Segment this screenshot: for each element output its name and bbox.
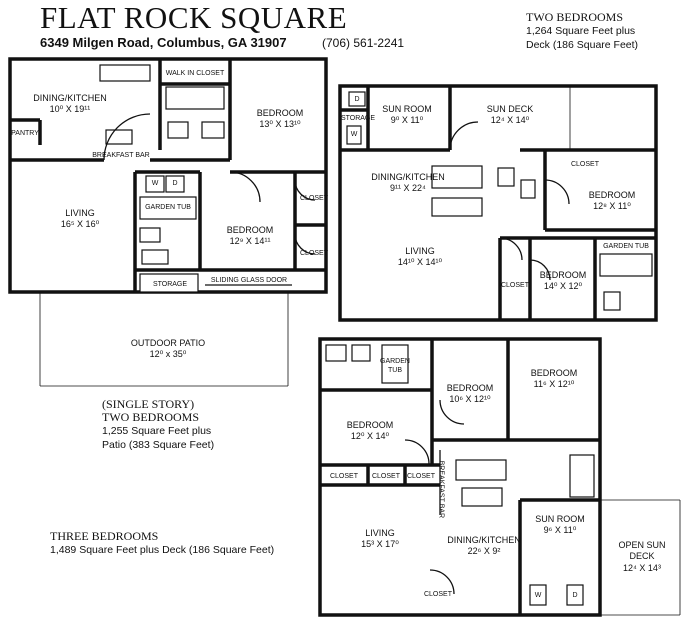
plan-a-d-label: D: [172, 180, 178, 187]
room-name: OPEN SUN DECK: [618, 540, 666, 562]
plan-a-storage-label: STORAGE: [152, 281, 188, 288]
plan-b-closet2-label: CLOSET: [500, 282, 529, 289]
plan-a-caption-story: (SINGLE STORY): [102, 397, 195, 411]
plan-b-bedroom1-label: BEDROOM 12⁸ X 11⁰: [574, 190, 650, 213]
address: 6349 Milgen Road, Columbus, GA 31907: [40, 35, 287, 50]
plan-a-living-label: LIVING 16⁵ X 16⁰: [40, 208, 120, 231]
plan-a-patio-label: OUTDOOR PATIO 12⁰ x 35⁰: [120, 338, 216, 361]
plan-c-living-label: LIVING 15³ X 17⁰: [340, 528, 420, 551]
plan-a-caption-sqft: 1,255 Square Feet plus: [102, 425, 212, 437]
plan-b-dining-kitchen-label: DINING/KITCHEN 9¹¹ X 22⁴: [366, 172, 450, 195]
plan-a-walk-in-closet-label: WALK IN CLOSET: [165, 70, 225, 77]
plan-b-caption-sqft: 1,264 Square Feet plus: [526, 25, 636, 37]
plan-c-sun-deck-label: OPEN SUN DECK 12⁴ X 14³: [606, 540, 678, 574]
plan-b-deck: [450, 85, 571, 150]
phone: (706) 561-2241: [322, 36, 405, 50]
room-name: DINING/KITCHEN: [33, 93, 107, 103]
plan-b-garden-tub-label: GARDEN TUB: [603, 243, 649, 250]
plan-c-closet4-label: CLOSET: [423, 591, 452, 598]
plan-b-storage-label: STORAGE: [340, 115, 376, 122]
plan-c-closet2-label: CLOSET: [371, 473, 400, 480]
room-size: 12⁴ X 14⁰: [490, 115, 530, 126]
plan-c-caption-sqft: 1,489 Square Feet plus Deck (186 Square …: [50, 544, 275, 556]
plan-c-sun-room-label: SUN ROOM 9⁶ X 11⁰: [524, 514, 596, 537]
room-name: SUN ROOM: [535, 514, 585, 524]
room-size: 12⁰ x 35⁰: [149, 349, 187, 360]
room-name: BEDROOM: [588, 190, 636, 200]
plan-c-garden-tub-label: GARDEN TUB: [380, 358, 410, 374]
plan-a-bedroom1-label: BEDROOM 13⁰ X 13¹⁰: [240, 108, 320, 131]
plan-b-caption-deck: Deck (186 Square Feet): [526, 39, 639, 51]
room-name: SUN ROOM: [382, 104, 432, 114]
plan-b-sun-room-label: SUN ROOM 9⁰ X 11⁰: [370, 104, 444, 127]
plan-b-living-label: LIVING 14¹⁰ X 14¹⁰: [380, 246, 460, 269]
room-name: BEDROOM: [256, 108, 304, 118]
plan-c-closet1-label: CLOSET: [329, 473, 358, 480]
room-size: 12⁸ X 11⁰: [593, 201, 631, 212]
room-name: BEDROOM: [226, 225, 274, 235]
room-name: BEDROOM: [446, 383, 494, 393]
plan-b-fixtures: [346, 91, 653, 311]
plan-a-sliding-door-label: SLIDING GLASS DOOR: [210, 277, 288, 284]
plan-b-caption-title: TWO BEDROOMS: [526, 10, 624, 24]
plan-c-bedroom-right-label: BEDROOM 11⁶ X 12¹⁰: [514, 368, 594, 391]
room-size: 13⁰ X 13¹⁰: [259, 119, 301, 130]
room-name: SUN DECK: [486, 104, 534, 114]
plan-c-walls: [318, 337, 602, 617]
plan-c-breakfast-bar-label: BREAKFAST BAR: [437, 460, 445, 519]
room-name: BEDROOM: [346, 420, 394, 430]
plan-a-dining-kitchen-label: DINING/KITCHEN 10⁰ X 19¹¹: [30, 93, 110, 116]
room-size: 9¹¹ X 22⁴: [390, 183, 426, 194]
plan-c-bedroom-mid-label: BEDROOM 10⁶ X 12¹⁰: [436, 383, 504, 406]
plan-b-closet-label: CLOSET: [570, 161, 599, 168]
room-size: 10⁰ X 19¹¹: [49, 104, 91, 115]
room-name: BEDROOM: [530, 368, 578, 378]
room-name: LIVING: [405, 246, 435, 256]
room-size: 22⁶ X 9²: [467, 546, 501, 557]
page-title: FLAT ROCK SQUARE: [40, 0, 348, 35]
room-name: BEDROOM: [539, 270, 587, 280]
plan-c-fixtures: [325, 344, 595, 606]
room-size: 12⁰ X 14⁰: [350, 431, 390, 442]
plan-c-bedroom-left-label: BEDROOM 12⁰ X 14⁰: [330, 420, 410, 443]
plan-a-pantry-label: PANTRY: [11, 130, 39, 137]
plan-b-bedroom2-label: BEDROOM 14⁰ X 12⁰: [532, 270, 594, 293]
room-name: LIVING: [65, 208, 95, 218]
room-size: 14⁰ X 12⁰: [543, 281, 583, 292]
room-name: LIVING: [365, 528, 395, 538]
room-size: 9⁰ X 11⁰: [390, 115, 424, 126]
room-size: 12⁹ X 14¹¹: [229, 236, 271, 247]
room-size: 15³ X 17⁰: [361, 539, 399, 550]
room-size: 16⁵ X 16⁰: [60, 219, 100, 230]
plan-b-sun-deck-label: SUN DECK 12⁴ X 14⁰: [470, 104, 550, 127]
plan-a-closet-a-label: CLOSET: [300, 195, 329, 202]
room-name: DINING/KITCHEN: [371, 172, 445, 182]
plan-c-w-label: W: [534, 592, 542, 599]
plan-c-dining-kitchen-label: DINING/KITCHEN 22⁶ X 9²: [444, 535, 524, 558]
plan-a-w-label: W: [151, 180, 159, 187]
room-size: 12⁴ X 14³: [623, 562, 661, 573]
room-size: 11⁶ X 12¹⁰: [533, 379, 575, 390]
room-name: DINING/KITCHEN: [447, 535, 521, 545]
room-size: 10⁶ X 12¹⁰: [449, 394, 491, 405]
plan-a-breakfast-bar-label: BREAKFAST BAR: [92, 152, 150, 159]
plan-a-caption-patio: Patio (383 Square Feet): [102, 439, 215, 451]
room-size: 9⁶ X 11⁰: [543, 525, 577, 536]
room-size: 14¹⁰ X 14¹⁰: [397, 257, 443, 268]
plan-c-d-label: D: [572, 592, 578, 599]
plan-c-closet3-label: CLOSET: [406, 473, 435, 480]
plan-a-closet-b-label: CLOSET: [300, 250, 329, 257]
plan-a-garden-tub-label: GARDEN TUB: [145, 204, 191, 211]
plan-b-d-label: D: [354, 96, 360, 103]
plan-b-walls: [338, 84, 658, 322]
plan-a-caption-title: TWO BEDROOMS: [102, 410, 200, 424]
plan-a-fixtures: [99, 64, 316, 293]
plan-c-deck: [600, 499, 681, 616]
plan-a-bedroom2-label: BEDROOM 12⁹ X 14¹¹: [212, 225, 288, 248]
plan-c-caption-title: THREE BEDROOMS: [50, 529, 159, 543]
plan-a-patio: [39, 292, 289, 387]
room-name: OUTDOOR PATIO: [130, 338, 206, 348]
plan-b-w-label: W: [350, 131, 358, 138]
